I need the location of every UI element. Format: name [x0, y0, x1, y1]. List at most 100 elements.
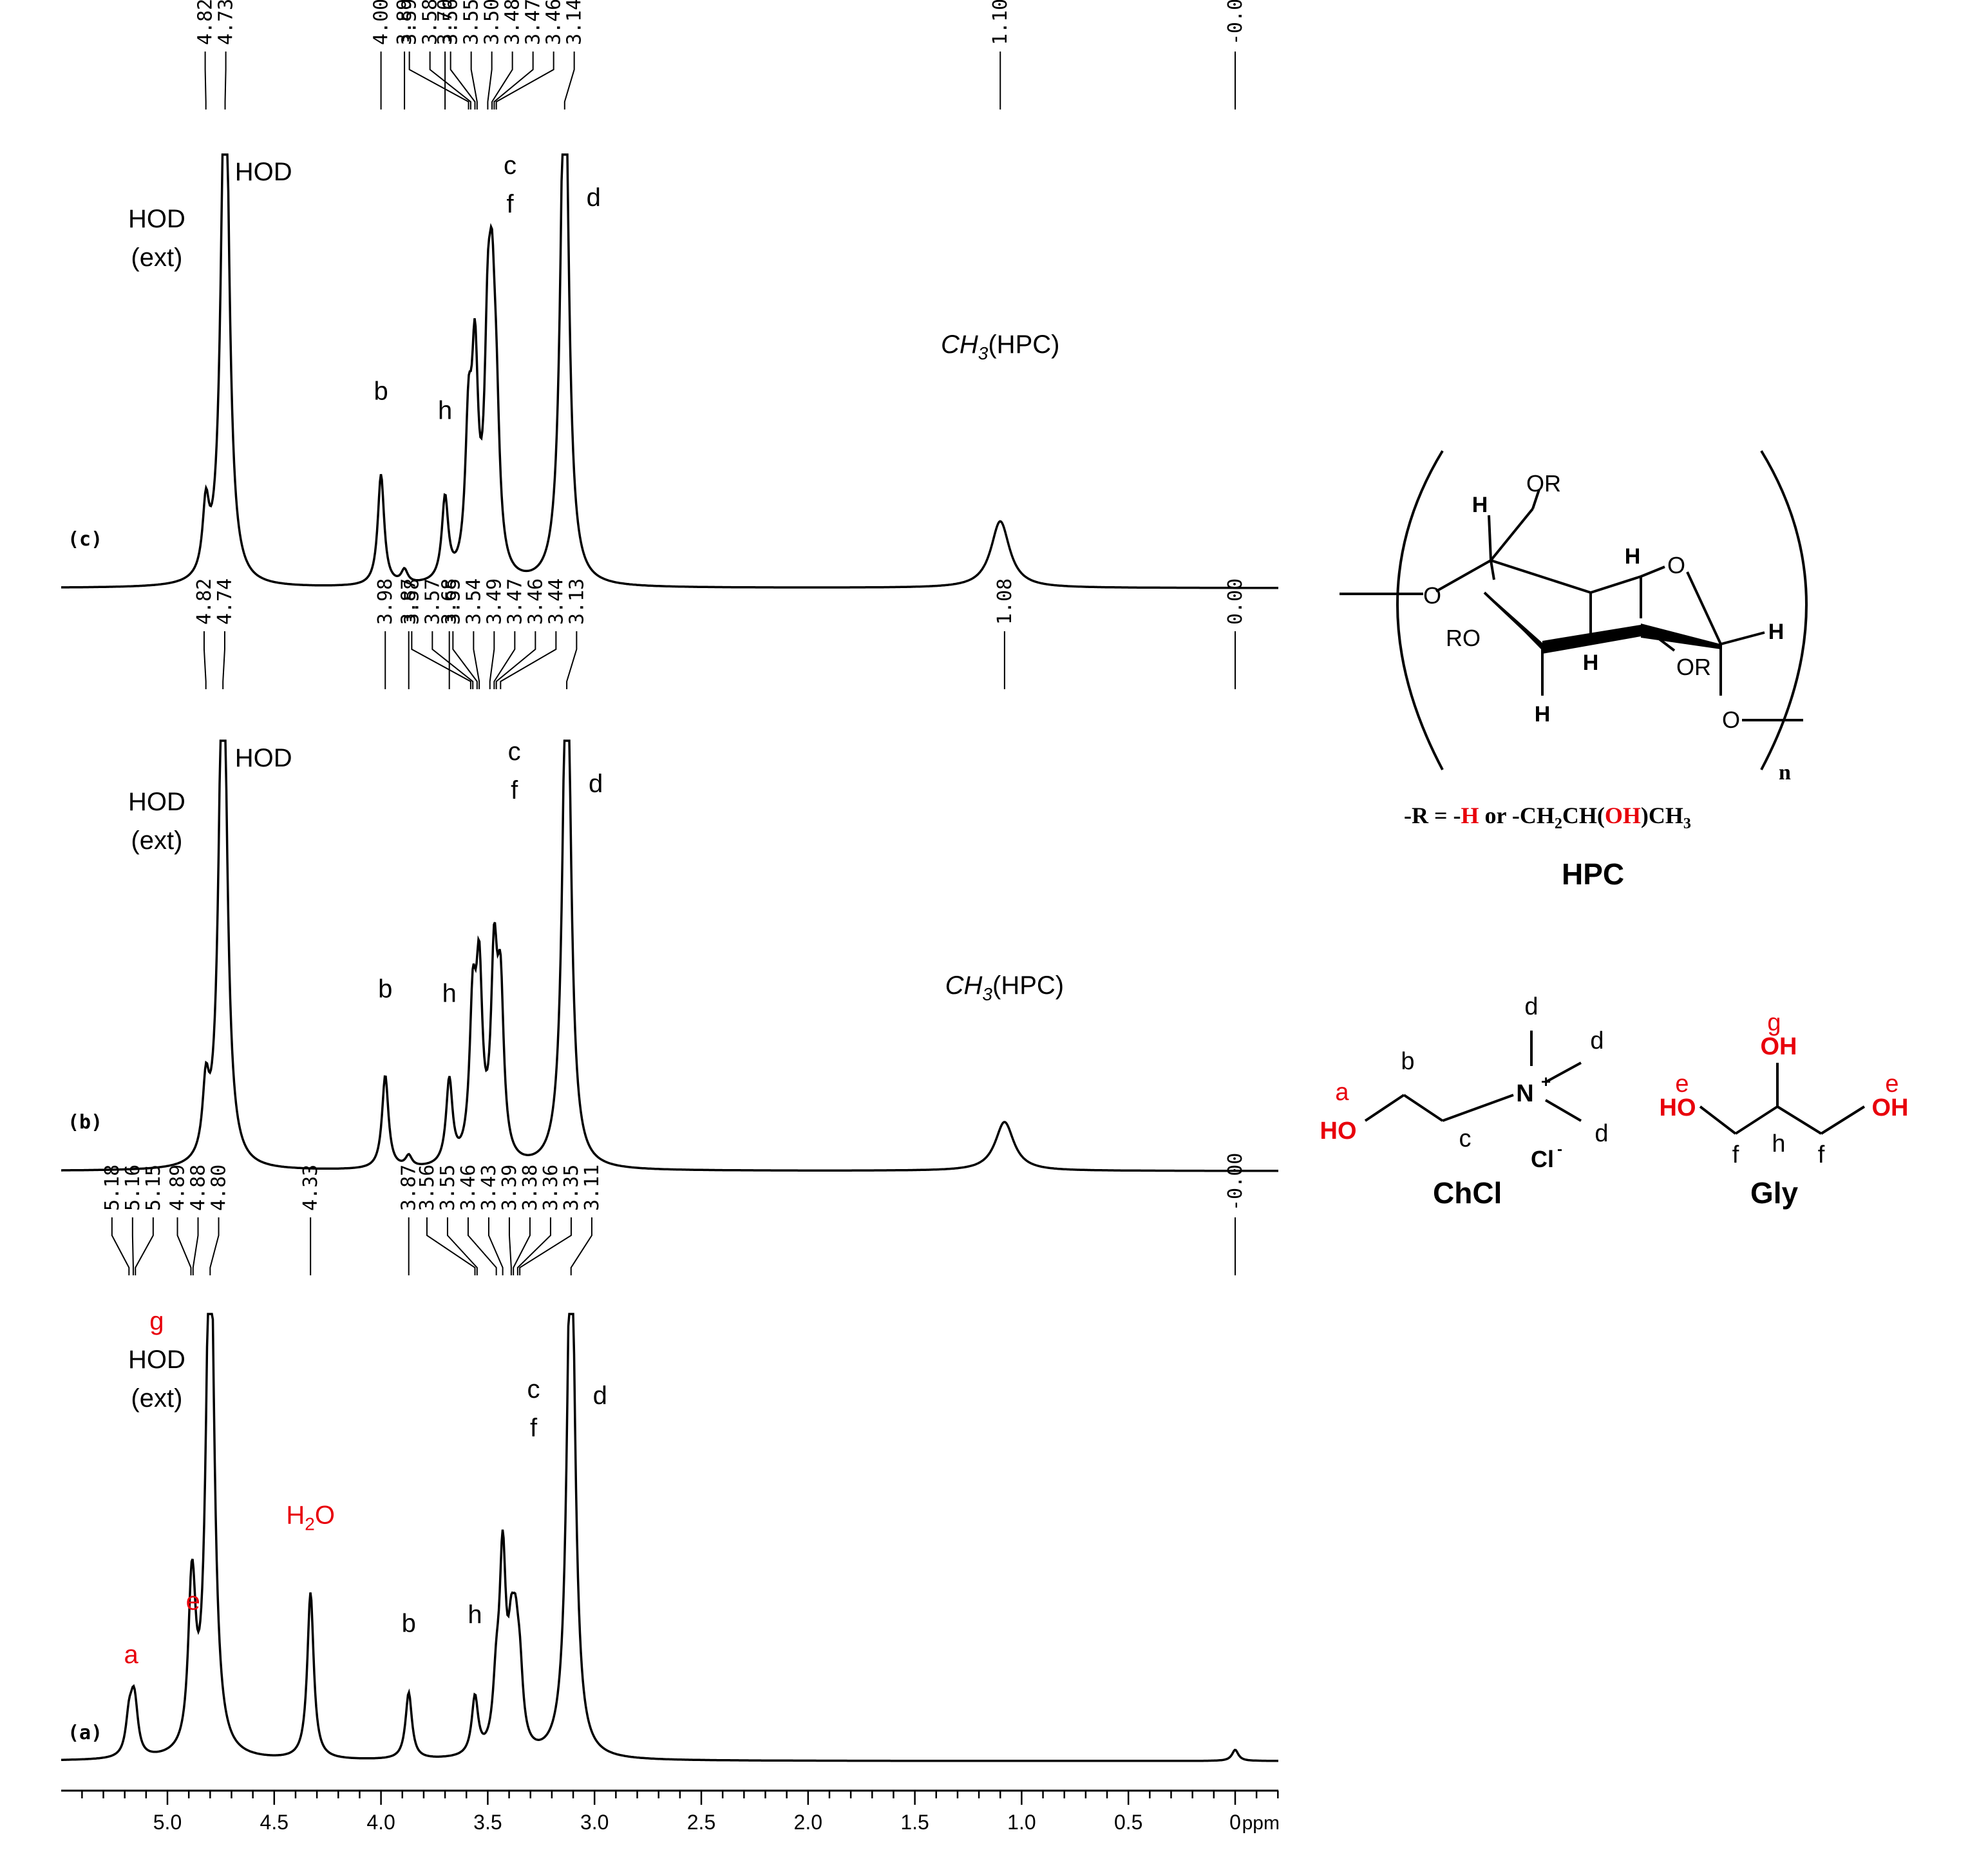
peak-shift-label: 5.15 — [142, 1165, 165, 1211]
x-tick-label: 3.5 — [473, 1811, 502, 1834]
peak-shift-label: 3.35 — [560, 1165, 583, 1211]
hpc-subscript-n: n — [1779, 761, 1791, 785]
peak-annotation: f — [511, 776, 518, 804]
x-tick-label: 3.0 — [580, 1811, 609, 1834]
peak-shift-label: 4.33 — [299, 1165, 322, 1211]
peak-leader-line — [491, 52, 513, 109]
peak-annotation: h — [438, 397, 452, 425]
chcl-ho: HO — [1320, 1118, 1357, 1145]
peak-annotation: HOD — [235, 744, 292, 772]
peak-shift-label: 3.11 — [581, 1165, 603, 1211]
x-tick-label: 1.5 — [900, 1811, 929, 1834]
peak-annotation: c — [527, 1375, 540, 1404]
gly-structure: HO OH OH g e e f h f — [1660, 1009, 1909, 1168]
r-def-h: H — [1461, 803, 1479, 828]
peak-annotation: f — [530, 1414, 538, 1442]
peak-leader-line — [176, 1217, 192, 1275]
peak-shift-label: 3.56 — [440, 0, 462, 45]
peak-shift-label: 3.87 — [398, 1165, 421, 1211]
peak-leader-line — [450, 52, 476, 109]
peak-shift-label: 3.47 — [522, 0, 545, 45]
peak-shift-label: 3.13 — [565, 578, 588, 625]
peak-shift-label: 1.10 — [989, 0, 1012, 45]
peak-shift-label: 3.57 — [421, 578, 444, 625]
peak-shift-label: 3.49 — [483, 578, 506, 625]
x-tick-label: 1.0 — [1007, 1811, 1036, 1834]
peak-shift-label: 3.44 — [545, 578, 567, 625]
peak-shift-label: 1.08 — [994, 578, 1016, 625]
peak-shift-label: 3.55 — [442, 578, 464, 625]
peak-shift-label: 3.43 — [478, 1165, 500, 1211]
peak-shift-label: 3.56 — [416, 1165, 439, 1211]
peak-leader-line — [519, 1217, 572, 1275]
peak-annotation: HOD — [128, 205, 185, 233]
peak-leader-line — [209, 1217, 220, 1275]
peak-shift-label: 4.74 — [214, 578, 236, 625]
peak-leader-line — [563, 52, 575, 109]
peak-leader-line — [473, 631, 480, 689]
peak-leader-line — [408, 52, 469, 109]
hpc-atom-o1: O — [1423, 582, 1441, 609]
peak-leader-line — [452, 631, 478, 689]
spectrum-trace — [61, 1313, 1278, 1762]
chcl-cl-charge: - — [1557, 1141, 1562, 1158]
peak-shift-label: 3.98 — [374, 578, 397, 625]
chcl-n: N — [1516, 1080, 1533, 1107]
peak-leader-line — [508, 1217, 512, 1275]
hpc-right-bracket — [1760, 450, 1808, 770]
peak-annotation: b — [378, 975, 392, 1004]
peak-shift-label: 3.50 — [481, 0, 504, 45]
peak-shift-label: 4.80 — [208, 1165, 231, 1211]
hpc-atom-o3: O — [1722, 707, 1740, 733]
peak-leader-line — [224, 52, 227, 109]
hpc-atom-or1: OR — [1526, 470, 1561, 497]
peak-leader-line — [566, 631, 578, 689]
hpc-atom-ro: RO — [1446, 625, 1481, 651]
gly-label-e-right: e — [1885, 1071, 1898, 1098]
peak-shift-label: 3.47 — [504, 578, 526, 625]
peak-shift-label: 3.36 — [540, 1165, 562, 1211]
peak-shift-label: 3.39 — [498, 1165, 521, 1211]
hpc-left-bracket — [1396, 450, 1444, 770]
peak-shift-label: 3.46 — [543, 0, 565, 45]
hpc-atom-h3: H — [1583, 651, 1599, 675]
series-label: (b) — [68, 1111, 102, 1134]
peak-shift-label: 3.87 — [398, 578, 421, 625]
x-tick-label: 0 — [1229, 1811, 1241, 1834]
r-def-prefix: -R = - — [1404, 803, 1461, 828]
peak-annotation: CH3(HPC) — [941, 330, 1059, 363]
peak-leader-line — [192, 1217, 199, 1275]
peak-annotation: h — [468, 1601, 482, 1629]
r-def-ch: CH( — [1562, 803, 1605, 828]
peak-leader-line — [513, 1217, 531, 1275]
peak-leader-line — [111, 1217, 130, 1275]
peak-annotation: g — [149, 1307, 164, 1335]
peak-shift-label: 3.38 — [519, 1165, 542, 1211]
peak-annotation: H2O — [286, 1501, 335, 1534]
gly-label-g: g — [1767, 1009, 1781, 1036]
peak-annotation: c — [508, 738, 521, 766]
peak-annotation: h — [442, 980, 457, 1008]
peak-leader-line — [487, 52, 493, 109]
peak-leader-line — [204, 52, 207, 109]
peak-leader-line — [488, 1217, 504, 1275]
peak-leader-line — [470, 52, 478, 109]
x-tick-label: 0.5 — [1114, 1811, 1142, 1834]
peak-leader-line — [446, 1217, 478, 1275]
peak-shift-label: 5.16 — [122, 1165, 144, 1211]
peak-shift-label: 4.88 — [187, 1165, 210, 1211]
peak-shift-label: 3.48 — [502, 0, 524, 45]
peak-shift-label: 3.14 — [563, 0, 586, 45]
peak-shift-label: 3.58 — [419, 0, 442, 45]
peak-leader-line — [429, 52, 471, 109]
hpc-atom-h5: H — [1535, 702, 1551, 727]
chcl-label-d2: d — [1590, 1027, 1604, 1054]
hpc-structure: H OR O H O RO H OR H H O n — [1340, 450, 1808, 785]
gly-name: Gly — [1750, 1176, 1799, 1210]
peak-leader-line — [135, 1217, 154, 1275]
peak-leader-line — [431, 631, 474, 689]
